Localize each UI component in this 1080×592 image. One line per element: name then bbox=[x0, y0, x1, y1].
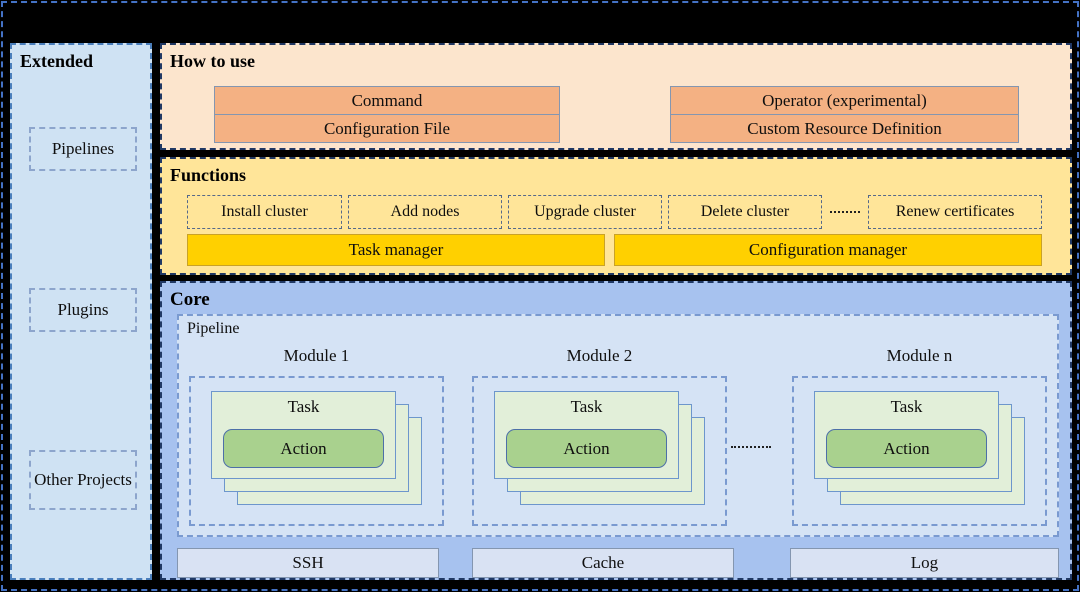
module-n-box: Task Action bbox=[792, 376, 1047, 526]
add-nodes-box: Add nodes bbox=[348, 195, 502, 229]
module-2-box: Task Action bbox=[472, 376, 727, 526]
log-box: Log bbox=[790, 548, 1059, 578]
install-cluster-box: Install cluster bbox=[187, 195, 342, 229]
task-card: Task Action bbox=[211, 391, 396, 479]
task-card: Task Action bbox=[814, 391, 999, 479]
core-title: Core bbox=[170, 289, 210, 310]
pipeline-label: Pipeline bbox=[187, 320, 240, 337]
modules-ellipsis bbox=[731, 446, 771, 448]
operator-group: Operator (experimental) Custom Resource … bbox=[670, 86, 1019, 143]
action-box: Action bbox=[223, 429, 384, 468]
other-projects-label: Other Projects bbox=[34, 470, 132, 490]
task-label: Task bbox=[287, 397, 320, 416]
how-to-use-title: How to use bbox=[170, 51, 255, 71]
action-box: Action bbox=[826, 429, 987, 468]
functions-row: Install cluster Add nodes Upgrade cluste… bbox=[187, 195, 1042, 229]
configuration-file-box: Configuration File bbox=[214, 114, 560, 143]
task-manager-box: Task manager bbox=[187, 234, 605, 266]
pipeline-container: Pipeline Module 1 Module 2 Module n Task… bbox=[177, 314, 1059, 537]
plugins-box: Plugins bbox=[29, 288, 137, 332]
other-projects-box: Other Projects bbox=[29, 450, 137, 510]
functions-section: Functions Install cluster Add nodes Upgr… bbox=[160, 157, 1072, 275]
module-2-label: Module 2 bbox=[566, 346, 633, 365]
core-section: Core Pipeline Module 1 Module 2 Module n… bbox=[160, 281, 1072, 580]
task-label: Task bbox=[570, 397, 603, 416]
action-box: Action bbox=[506, 429, 667, 468]
task-label: Task bbox=[890, 397, 923, 416]
command-group: Command Configuration File bbox=[214, 86, 560, 143]
cache-box: Cache bbox=[472, 548, 734, 578]
functions-title: Functions bbox=[170, 165, 247, 185]
module-1-label: Module 1 bbox=[283, 346, 350, 365]
plugins-label: Plugins bbox=[57, 300, 109, 320]
configuration-manager-box: Configuration manager bbox=[614, 234, 1042, 266]
extended-title: Extended bbox=[20, 51, 94, 71]
pipelines-box: Pipelines bbox=[29, 127, 137, 171]
custom-resource-definition-box: Custom Resource Definition bbox=[670, 114, 1019, 143]
renew-certificates-box: Renew certificates bbox=[868, 195, 1042, 229]
delete-cluster-box: Delete cluster bbox=[668, 195, 822, 229]
module-1-box: Task Action bbox=[189, 376, 444, 526]
functions-ellipsis bbox=[830, 211, 860, 213]
command-box: Command bbox=[214, 86, 560, 115]
task-card: Task Action bbox=[494, 391, 679, 479]
module-n-label: Module n bbox=[886, 346, 953, 365]
pipelines-label: Pipelines bbox=[51, 139, 115, 159]
operator-box: Operator (experimental) bbox=[670, 86, 1019, 115]
ssh-box: SSH bbox=[177, 548, 439, 578]
how-to-use-section: How to use Command Configuration File Op… bbox=[160, 43, 1072, 150]
upgrade-cluster-box: Upgrade cluster bbox=[508, 195, 662, 229]
extended-panel: Extended Pipelines Plugins Other Project… bbox=[10, 43, 152, 580]
